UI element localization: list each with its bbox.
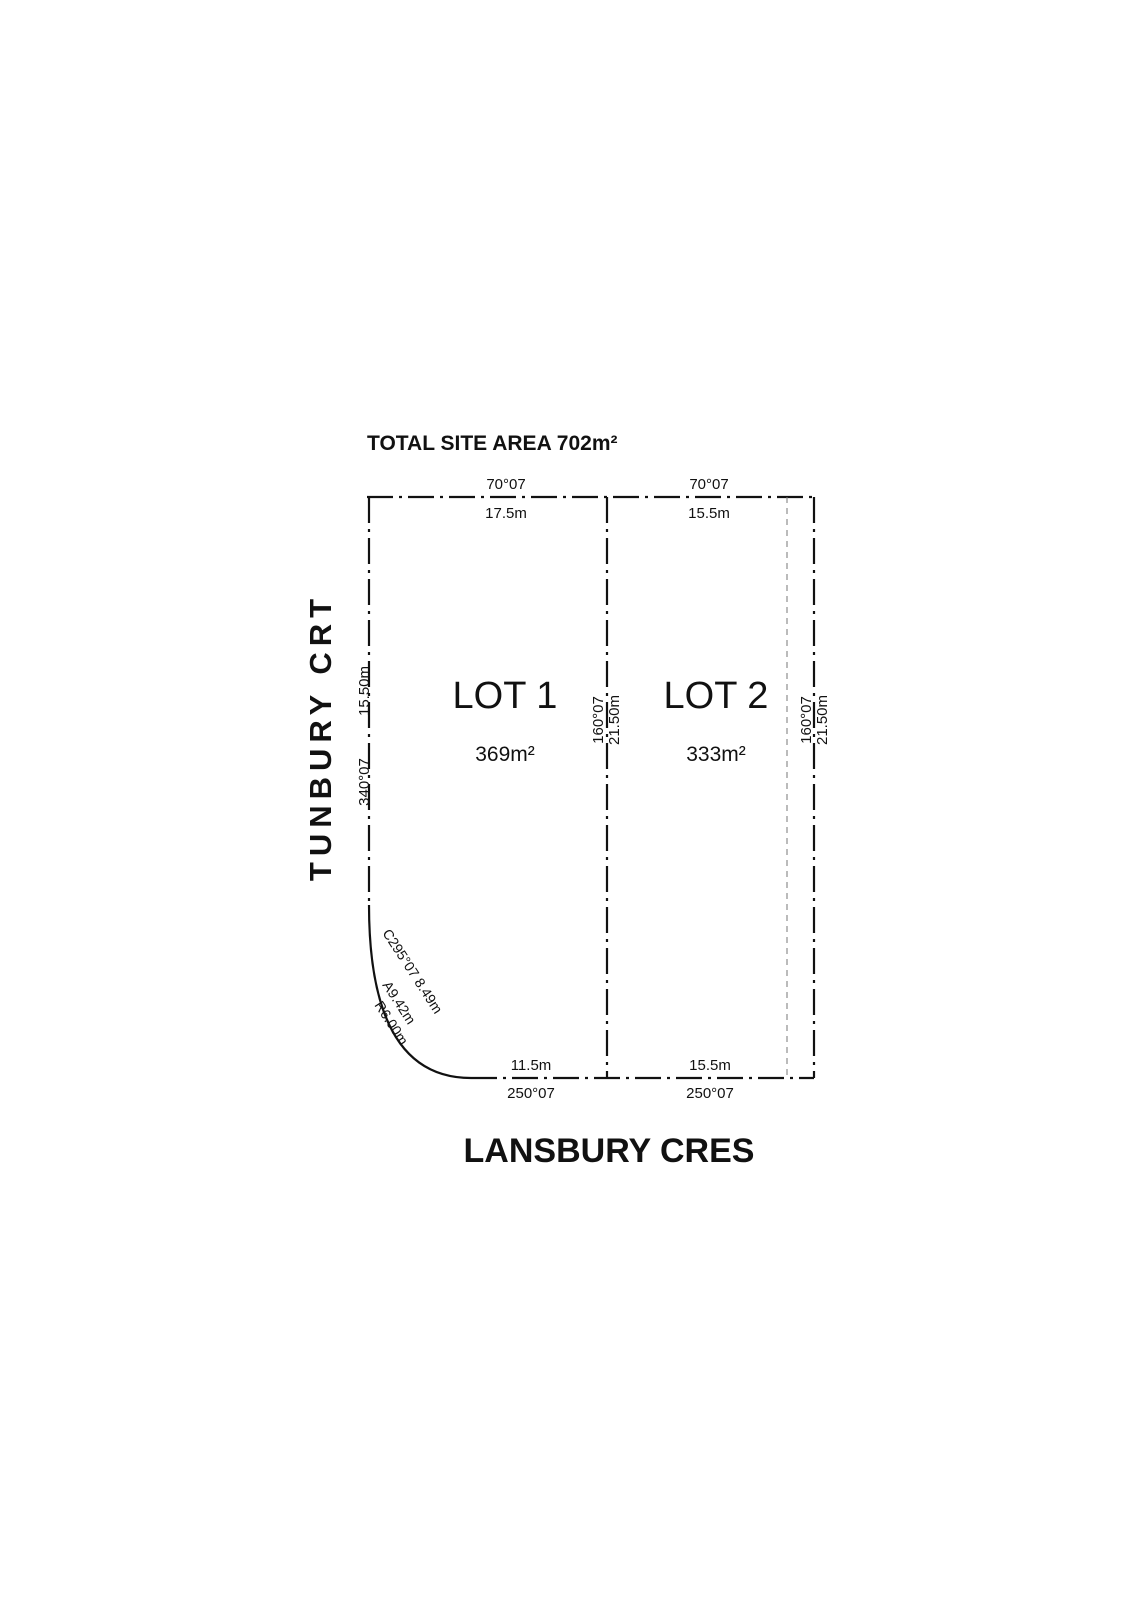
top-right-length: 15.5m — [688, 505, 730, 522]
bottom-right-bearing: 250°07 — [686, 1085, 734, 1102]
lot-2-area: 333m² — [686, 743, 746, 766]
lot-1-name: LOT 1 — [453, 675, 558, 717]
middle-boundary-bearing: 160°07 — [590, 696, 607, 744]
west-boundary-length: 15.50m — [356, 666, 373, 716]
top-left-length: 17.5m — [485, 505, 527, 522]
south-street-name: LANSBURY CRES — [464, 1132, 755, 1170]
total-site-area-label: TOTAL SITE AREA 702m² — [367, 432, 618, 455]
middle-boundary-length: 21.50m — [606, 695, 623, 745]
east-boundary-length: 21.50m — [814, 695, 831, 745]
corner-curve-line — [367, 904, 472, 1080]
bottom-right-length: 15.5m — [689, 1057, 731, 1074]
curve-chord-label: C295°07 8.49m — [379, 926, 445, 1016]
east-boundary-bearing: 160°07 — [798, 696, 815, 744]
top-left-bearing: 70°07 — [486, 476, 525, 493]
lot-2-name: LOT 2 — [664, 675, 769, 717]
bottom-left-bearing: 250°07 — [507, 1085, 555, 1102]
west-boundary-bearing: 340°07 — [356, 758, 373, 806]
lot-1-area: 369m² — [475, 743, 535, 766]
bottom-left-length: 11.5m — [511, 1057, 552, 1074]
top-right-bearing: 70°07 — [689, 476, 728, 493]
west-street-name: TUNBURY CRT — [303, 593, 338, 881]
